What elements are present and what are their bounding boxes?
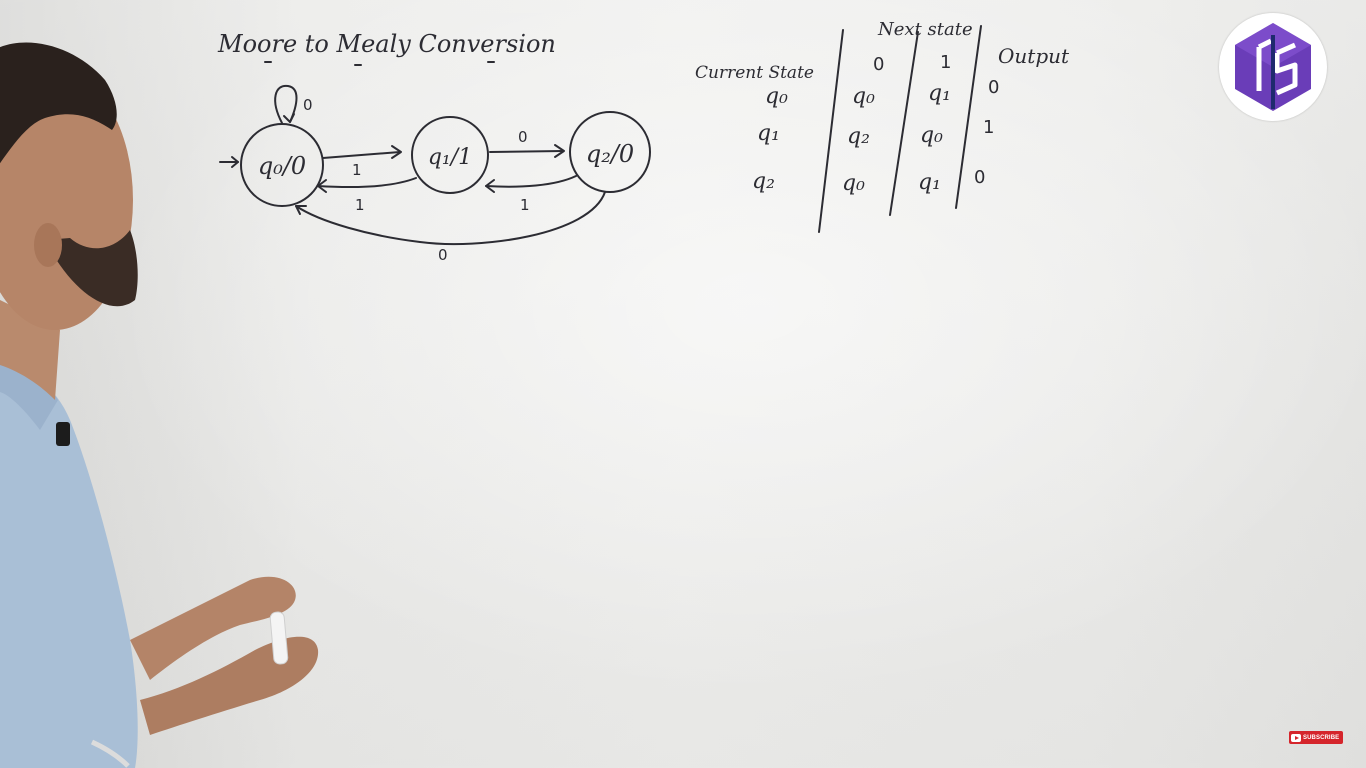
presenter-collar [0, 360, 58, 430]
presenter-hand [130, 576, 296, 680]
state-diagram: q₀/0 0 q₁/1 q₂/0 1 1 0 1 0 [219, 84, 651, 264]
edge-q0-q1-head [391, 145, 402, 159]
table-header-one: 1 [940, 52, 951, 73]
presenter-ear [34, 223, 62, 267]
subscribe-button[interactable]: SUBSCRIBE [1289, 731, 1343, 744]
table-cell: q₀ [842, 171, 865, 196]
edge-q2-q0 [295, 191, 606, 245]
table-divider [818, 29, 844, 233]
edge-q2-q0-head [295, 205, 307, 215]
transition-table: Next state Current State 0 1 Output q₀ q… [695, 19, 1070, 233]
edge-q1-q0-label: 1 [355, 196, 365, 214]
channel-logo[interactable] [1219, 13, 1327, 121]
subscribe-label: SUBSCRIBE [1303, 734, 1340, 741]
table-cell: 0 [988, 77, 999, 98]
edge-q2-q1-label: 1 [520, 196, 530, 214]
table-divider [955, 25, 982, 209]
edge-q1-q2 [489, 150, 564, 153]
edge-q2-q1 [485, 175, 577, 188]
table-cell: 0 [974, 167, 985, 188]
gs-hexagon-logo-icon [1235, 23, 1311, 111]
presenter-shirt [0, 360, 138, 768]
edge-q0-q1 [322, 151, 401, 159]
marker-pen [269, 611, 289, 665]
table-header-next-state: Next state [877, 19, 973, 40]
presenter-hair [0, 42, 117, 164]
microphone [56, 422, 70, 446]
table-header-output: Output [998, 44, 1070, 68]
table-cell: q₁ [757, 121, 780, 146]
table-cell: q₀ [852, 84, 875, 109]
initial-arrow-head [231, 156, 239, 168]
edge-q2-q0-label: 0 [438, 246, 448, 264]
table-cell: q₁ [928, 81, 951, 106]
table-header-zero: 0 [873, 54, 884, 75]
presenter-beard [45, 230, 138, 307]
title-text: Moore to Mealy Conversion [217, 30, 556, 58]
youtube-play-icon [1291, 733, 1301, 742]
edge-q0-q1-label: 1 [352, 161, 362, 179]
table-cell: q₀ [765, 84, 788, 109]
table-divider [889, 31, 919, 216]
edge-q1-q0 [317, 177, 417, 189]
table-cell: q₀ [920, 123, 943, 148]
state-q0-label: q₀/0 [258, 152, 306, 180]
table-cell: q₂ [847, 124, 870, 149]
presenter-hand [140, 636, 319, 735]
state-q2-circle [569, 111, 651, 193]
self-loop-q0 [274, 84, 298, 124]
table-header-current-state: Current State [695, 63, 814, 83]
table-cell: q₁ [918, 170, 941, 195]
table-cell: q₂ [752, 169, 775, 194]
edge-q1-q2-head [554, 144, 565, 158]
edge-q1-q0-head [317, 179, 327, 193]
presenter [0, 42, 319, 768]
state-q2-label: q₂/0 [586, 140, 634, 168]
edge-q2-q1-head [485, 179, 495, 193]
logo-letters [1256, 38, 1298, 96]
state-q1-circle [411, 116, 489, 194]
self-loop-label: 0 [303, 96, 313, 114]
state-q1-label: q₁/1 [428, 145, 472, 170]
self-loop-head [283, 113, 295, 123]
state-q0-circle [240, 123, 324, 207]
table-cell: 1 [983, 117, 994, 138]
bracelet [90, 739, 130, 768]
edge-q1-q2-label: 0 [518, 128, 528, 146]
